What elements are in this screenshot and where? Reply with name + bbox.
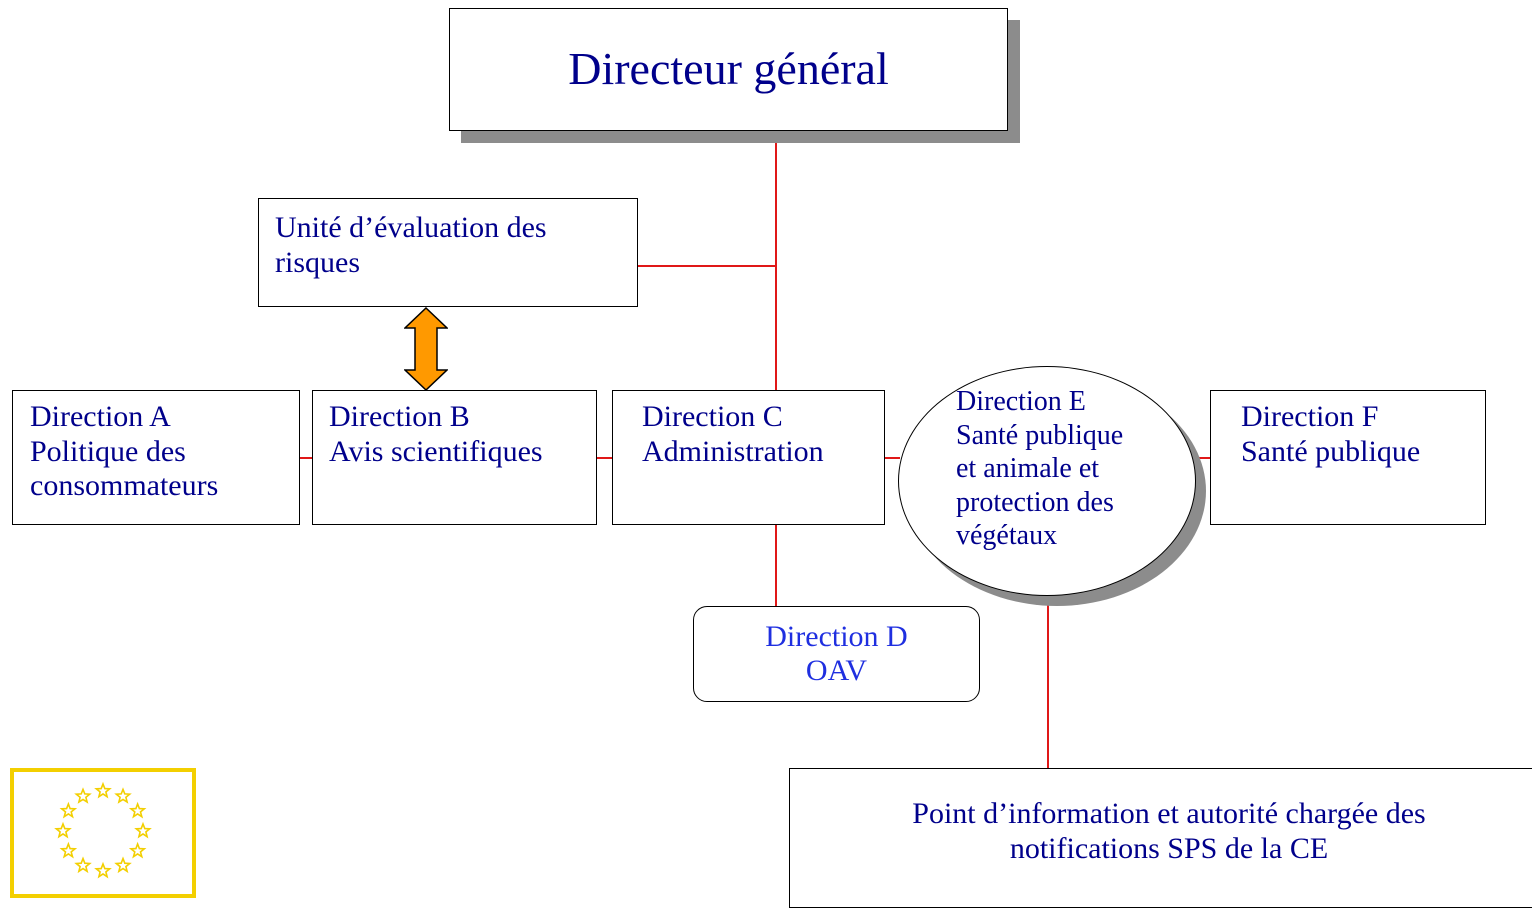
direction-f-label: Direction F Santé publique (1241, 400, 1421, 468)
direction-b-box: Direction B Avis scientifiques (312, 390, 597, 525)
direction-c-label: Direction C Administration (642, 400, 824, 468)
sps-information-point-label: Point d’information et autorité chargée … (912, 797, 1426, 865)
risk-assessment-unit-box: Unité d’évaluation des risques (258, 198, 638, 307)
direction-f-box: Direction F Santé publique (1210, 390, 1486, 525)
star-icon (54, 821, 72, 839)
star-icon (94, 861, 112, 879)
connector-dg-trunk (775, 131, 777, 390)
star-icon (59, 801, 78, 819)
direction-c-box: Direction C Administration (612, 390, 885, 525)
direction-d-box: Direction D OAV (693, 606, 980, 702)
double-headed-arrow-icon (404, 307, 448, 391)
risk-assessment-unit-label: Unité d’évaluation des risques (275, 211, 547, 279)
connector-c-d (775, 525, 777, 606)
direction-e-label: Direction E Santé publique et animale et… (956, 386, 1124, 552)
star-icon (134, 821, 152, 839)
star-icon (74, 787, 92, 804)
direction-a-box: Direction A Politique des consommateurs (12, 390, 300, 525)
direction-b-label: Direction B Avis scientifiques (329, 400, 543, 468)
star-icon (114, 787, 132, 804)
eu-flag-icon (10, 768, 196, 898)
director-general-label: Directeur général (568, 43, 889, 95)
direction-a-label: Direction A Politique des consommateurs (30, 400, 219, 502)
eu-stars-icon (54, 781, 152, 879)
connector-a-b (300, 457, 312, 459)
director-general-box: Directeur général (449, 8, 1008, 131)
direction-e-ellipse: Direction E Santé publique et animale et… (898, 366, 1196, 596)
direction-d-label: Direction D OAV (765, 619, 908, 688)
star-icon (128, 801, 147, 819)
star-icon (74, 856, 92, 874)
star-icon (59, 841, 78, 859)
star-icon (128, 841, 147, 859)
connector-e-f (1196, 457, 1210, 459)
sps-information-point-box: Point d’information et autorité chargée … (789, 768, 1532, 908)
connector-c-e (885, 457, 900, 459)
connector-risk-unit (638, 265, 776, 267)
star-icon (114, 856, 132, 874)
connector-e-sps (1047, 604, 1049, 768)
connector-b-c (597, 457, 612, 459)
star-icon (94, 781, 112, 799)
